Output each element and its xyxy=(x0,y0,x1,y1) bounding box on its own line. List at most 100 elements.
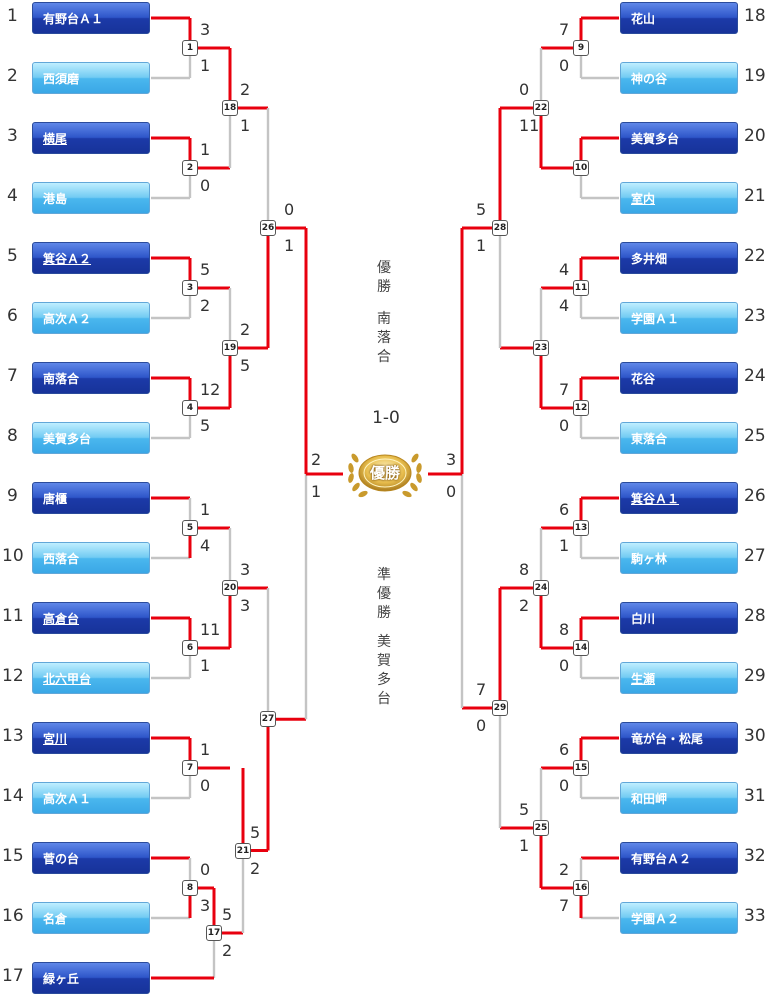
seed-number: 14 xyxy=(2,786,24,806)
score-top: 1 xyxy=(200,740,211,759)
score-top: 12 xyxy=(200,380,221,399)
game-number: 23 xyxy=(533,340,549,356)
team-box: 港島 xyxy=(32,182,150,214)
seed-number: 3 xyxy=(7,126,18,146)
team-box[interactable]: 箕谷Ａ２ xyxy=(32,242,150,274)
game-number: 25 xyxy=(533,820,549,836)
score-bottom: 4 xyxy=(559,296,570,315)
seed-number: 20 xyxy=(744,126,766,146)
score-bottom: 0 xyxy=(200,176,211,195)
score-top: 5 xyxy=(222,905,233,924)
game-number: 19 xyxy=(222,340,238,356)
seed-number: 11 xyxy=(2,606,24,626)
game-number: 18 xyxy=(222,100,238,116)
team-box[interactable]: 北六甲台 xyxy=(32,662,150,694)
score-bottom: 0 xyxy=(559,776,570,795)
score-top: 0 xyxy=(519,80,530,99)
game-number: 22 xyxy=(533,100,549,116)
seed-number: 8 xyxy=(7,426,18,446)
runner-up-team: 美賀多台 xyxy=(377,634,391,707)
score-bottom: 4 xyxy=(200,536,211,555)
team-box[interactable]: 横尾 xyxy=(32,122,150,154)
score-top: 0 xyxy=(200,860,211,879)
score-top: 2 xyxy=(240,320,251,339)
seed-number: 12 xyxy=(2,666,24,686)
game-number: 12 xyxy=(573,400,589,416)
score-bottom: 1 xyxy=(284,236,295,255)
score-bottom: 1 xyxy=(240,116,251,135)
score-bottom: 1 xyxy=(200,56,211,75)
seed-number: 10 xyxy=(2,546,24,566)
score-top: 5 xyxy=(200,260,211,279)
seed-number: 9 xyxy=(7,486,18,506)
game-number: 14 xyxy=(573,640,589,656)
seed-number: 19 xyxy=(744,66,766,86)
team-box: 東落合 xyxy=(620,422,738,454)
score-top: 6 xyxy=(559,500,570,519)
team-box: 竜が台・松尾 xyxy=(620,722,738,754)
champion-label: 優勝 xyxy=(377,260,391,295)
champion-team: 南落合 xyxy=(377,311,391,365)
score-bottom: 1 xyxy=(476,236,487,255)
team-box: 学園Ａ２ xyxy=(620,902,738,934)
game-number: 24 xyxy=(533,580,549,596)
team-box: 花山 xyxy=(620,2,738,34)
team-box: 緑ヶ丘 xyxy=(32,962,150,994)
team-box: 西落合 xyxy=(32,542,150,574)
score-bottom: 3 xyxy=(200,896,211,915)
semi-right-bottom: 0 xyxy=(446,482,457,501)
team-box[interactable]: 生瀬 xyxy=(620,662,738,694)
game-number: 7 xyxy=(182,760,198,776)
game-number: 21 xyxy=(235,842,251,859)
trophy-badge-text: 優勝 xyxy=(369,464,400,482)
score-top: 6 xyxy=(559,740,570,759)
score-top: 4 xyxy=(559,260,570,279)
score-top: 3 xyxy=(200,20,211,39)
seed-number: 32 xyxy=(744,846,766,866)
score-top: 3 xyxy=(240,560,251,579)
team-box: 美賀多台 xyxy=(620,122,738,154)
team-box[interactable]: 箕谷Ａ１ xyxy=(620,482,738,514)
seed-number: 31 xyxy=(744,786,766,806)
score-bottom: 2 xyxy=(519,596,530,615)
seed-number: 6 xyxy=(7,306,18,326)
team-box: 美賀多台 xyxy=(32,422,150,454)
team-box[interactable]: 室内 xyxy=(620,182,738,214)
seed-number: 5 xyxy=(7,246,18,266)
score-bottom: 11 xyxy=(519,116,540,135)
seed-number: 24 xyxy=(744,366,766,386)
score-top: 7 xyxy=(559,380,570,399)
seed-number: 22 xyxy=(744,246,766,266)
score-top: 8 xyxy=(559,620,570,639)
game-number: 8 xyxy=(182,880,198,896)
score-bottom: 0 xyxy=(559,416,570,435)
score-bottom: 0 xyxy=(559,656,570,675)
game-number: 17 xyxy=(206,925,222,941)
semi-right-top: 3 xyxy=(446,450,457,469)
team-box: 多井畑 xyxy=(620,242,738,274)
seed-number: 21 xyxy=(744,186,766,206)
seed-number: 30 xyxy=(744,726,766,746)
team-box: 神の谷 xyxy=(620,62,738,94)
score-bottom: 1 xyxy=(559,536,570,555)
seed-number: 17 xyxy=(2,966,24,986)
game-number: 6 xyxy=(182,640,198,656)
game-number: 3 xyxy=(182,280,198,296)
score-top: 8 xyxy=(519,560,530,579)
game-number: 10 xyxy=(573,160,589,176)
team-box: 高次Ａ２ xyxy=(32,302,150,334)
seed-number: 16 xyxy=(2,906,24,926)
seed-number: 28 xyxy=(744,606,766,626)
seed-number: 25 xyxy=(744,426,766,446)
score-bottom: 2 xyxy=(200,296,211,315)
game-number: 11 xyxy=(573,280,589,296)
score-top: 11 xyxy=(200,620,221,639)
game-number: 2 xyxy=(182,160,198,176)
team-box[interactable]: 高倉台 xyxy=(32,602,150,634)
game-number: 16 xyxy=(573,880,589,896)
team-box: 南落合 xyxy=(32,362,150,394)
team-box[interactable]: 宮川 xyxy=(32,722,150,754)
score-bottom: 0 xyxy=(476,716,487,735)
semi-left-bottom: 1 xyxy=(311,482,322,501)
